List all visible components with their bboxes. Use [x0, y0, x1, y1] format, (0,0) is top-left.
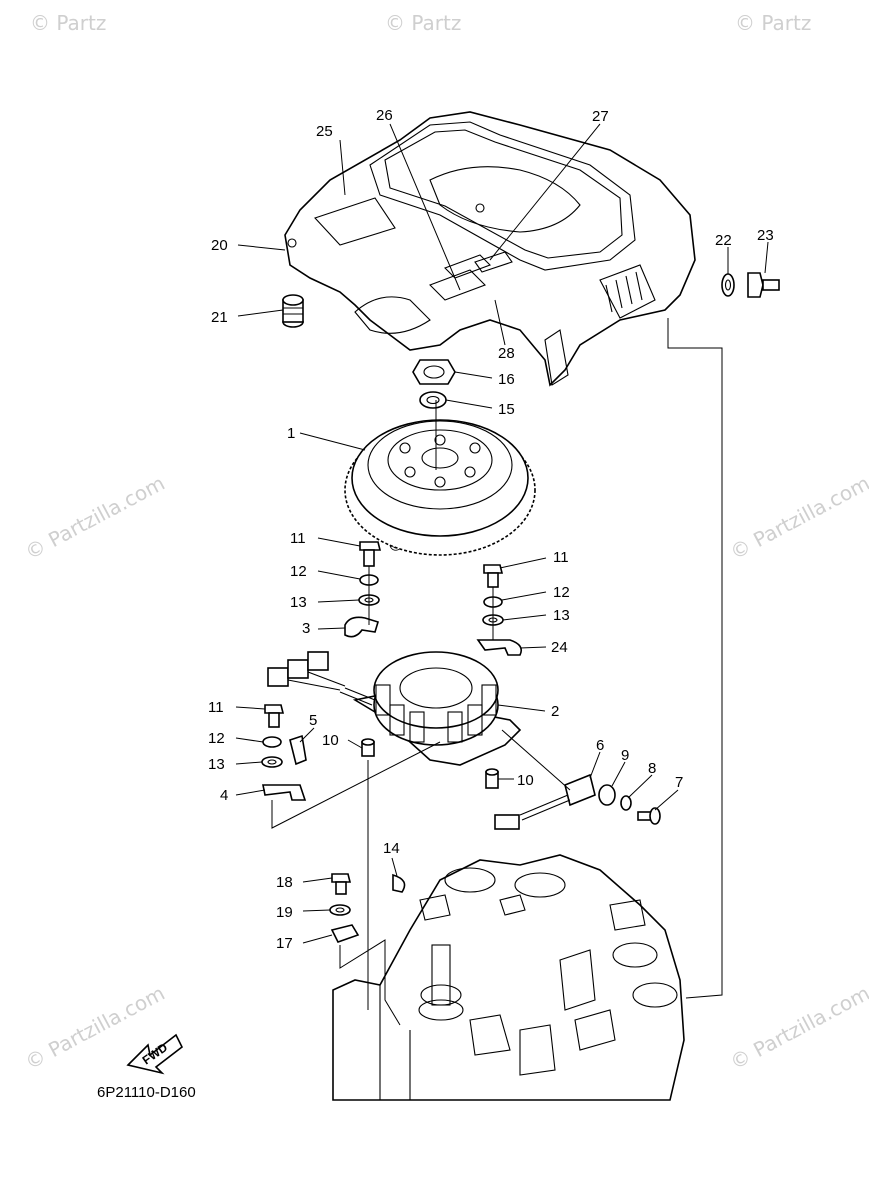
callout-10a: 10	[322, 732, 339, 749]
callout-1: 1	[287, 425, 295, 442]
watermark-mid-left: © Partzilla.com	[21, 471, 169, 565]
callouts: 25 26 27 20 21 22 23 28 16 15 1 11 12 13…	[208, 107, 774, 952]
callout-26: 26	[376, 107, 393, 124]
stator	[267, 651, 522, 766]
engine-block	[332, 854, 685, 1101]
callout-24: 24	[551, 639, 568, 656]
callout-14: 14	[383, 840, 400, 857]
callout-13a: 13	[290, 594, 307, 611]
watermark-top-right: © Partz	[735, 11, 811, 35]
bolt-11-left	[264, 704, 285, 728]
fwd-arrow-icon: FWD	[126, 1033, 184, 1075]
callout-11a: 11	[290, 530, 306, 547]
flywheel-nut	[412, 359, 456, 385]
leader-lines	[235, 123, 769, 944]
dowel-10-left	[361, 738, 375, 757]
callout-8: 8	[648, 760, 656, 777]
clamp-3	[344, 616, 379, 638]
washer-9	[598, 784, 616, 806]
watermark-top-center: © Partz	[385, 11, 461, 35]
callout-9: 9	[621, 747, 629, 764]
callout-17: 17	[276, 935, 293, 952]
clamp-4	[262, 784, 307, 801]
callout-12a: 12	[290, 563, 307, 580]
bolt-11-right	[483, 564, 504, 588]
callout-6: 6	[596, 737, 604, 754]
callout-25: 25	[316, 123, 333, 140]
callout-23: 23	[757, 227, 774, 244]
woodruff-key	[392, 873, 406, 893]
diagram-code: 6P21110-D160	[97, 1084, 196, 1101]
callout-11c: 11	[208, 699, 224, 716]
callout-4: 4	[220, 787, 228, 804]
dowel-10-right	[485, 768, 499, 789]
watermark-top-left: © Partz	[30, 11, 106, 35]
washer-13-left	[261, 756, 283, 768]
callout-7: 7	[675, 774, 683, 791]
reference-lines	[271, 318, 723, 1026]
pulser-coil	[494, 773, 596, 830]
callout-11b: 11	[553, 549, 569, 566]
callout-12c: 12	[208, 730, 225, 747]
callout-22: 22	[715, 232, 732, 249]
bolt-18	[331, 873, 352, 895]
clamp-24	[476, 639, 523, 656]
callout-16: 16	[498, 371, 515, 388]
screw-7	[637, 807, 661, 825]
callout-10b: 10	[517, 772, 534, 789]
bolt-23	[747, 272, 780, 298]
flywheel-washer	[419, 391, 447, 409]
callout-5: 5	[309, 712, 317, 729]
callout-2: 2	[551, 703, 559, 720]
watermark-mid-right: © Partzilla.com	[726, 471, 869, 565]
grommet	[282, 294, 304, 328]
callout-18: 18	[276, 874, 293, 891]
flywheel	[344, 419, 536, 556]
bracket-17	[330, 924, 360, 943]
callout-20: 20	[211, 237, 228, 254]
callout-15: 15	[498, 401, 515, 418]
flywheel-cover	[284, 111, 696, 387]
callout-13b: 13	[553, 607, 570, 624]
holder-5	[289, 734, 307, 766]
washer-22	[721, 273, 735, 297]
callout-19: 19	[276, 904, 293, 921]
callout-28: 28	[498, 345, 515, 362]
washer-12-left	[262, 736, 282, 748]
callout-13c: 13	[208, 756, 225, 773]
watermark-bottom-right: © Partzilla.com	[726, 981, 869, 1075]
callout-21: 21	[211, 309, 228, 326]
washer-8	[620, 795, 632, 811]
callout-27: 27	[592, 108, 609, 125]
callout-3: 3	[302, 620, 310, 637]
washer-19	[329, 904, 351, 916]
callout-12b: 12	[553, 584, 570, 601]
bolt-11-upper	[359, 541, 382, 567]
